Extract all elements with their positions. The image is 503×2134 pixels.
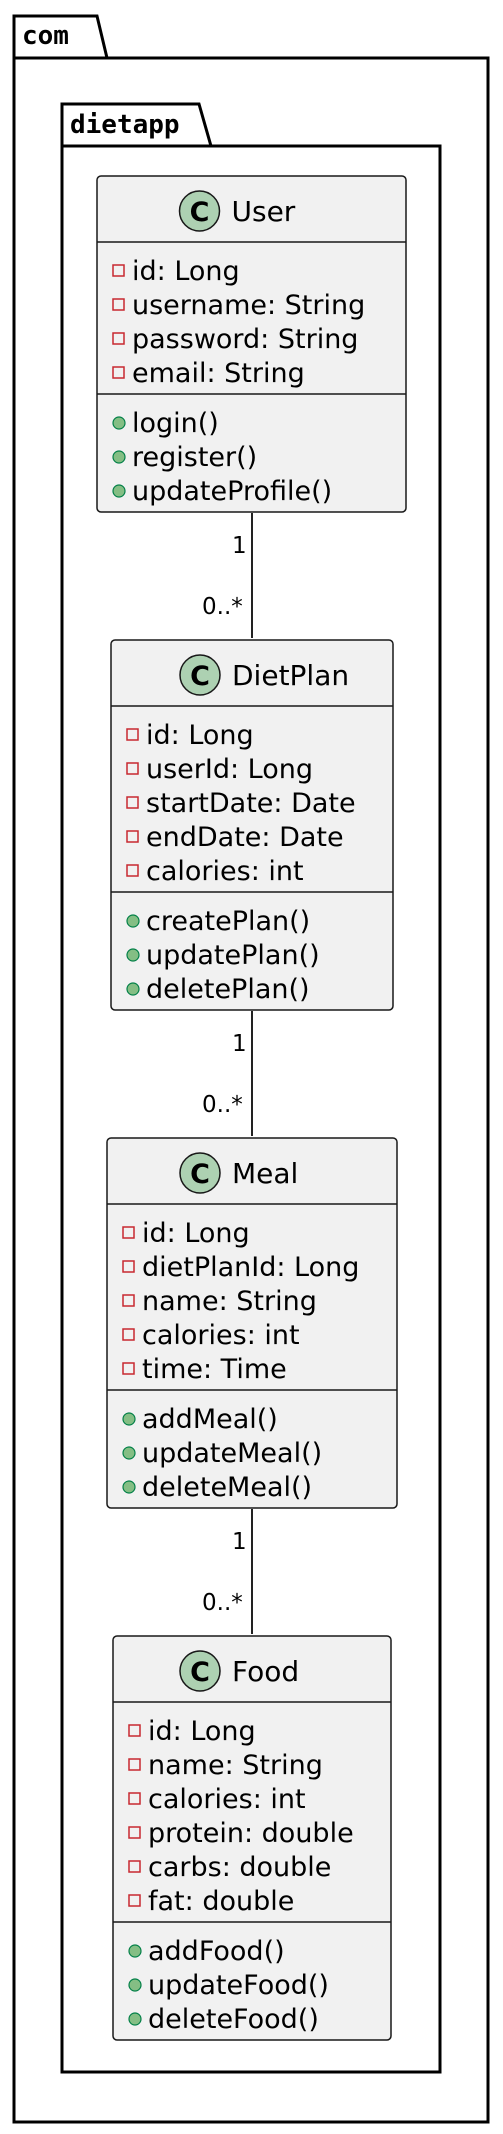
class-method: login() bbox=[132, 408, 219, 439]
private-square-icon bbox=[112, 332, 125, 345]
class-box bbox=[96, 175, 407, 513]
class-method: addMeal() bbox=[142, 1404, 278, 1435]
public-circle-icon bbox=[122, 1446, 136, 1460]
class-field: carbs: double bbox=[148, 1852, 331, 1883]
class-method: deleteMeal() bbox=[142, 1472, 312, 1503]
private-square-icon bbox=[122, 1362, 135, 1375]
class-field: endDate: Date bbox=[146, 822, 344, 853]
class-method: register() bbox=[132, 442, 257, 473]
class-icon bbox=[179, 1650, 221, 1692]
class-field: fat: double bbox=[148, 1886, 294, 1917]
class-icon-letter: C bbox=[190, 661, 210, 692]
private-square-icon bbox=[128, 1826, 141, 1839]
private-square-icon bbox=[126, 762, 139, 775]
public-circle-icon bbox=[126, 914, 140, 928]
public-circle-icon bbox=[112, 450, 126, 464]
class-method: updateFood() bbox=[148, 1970, 329, 2001]
class-field: calories: int bbox=[148, 1784, 306, 1815]
public-circle-icon bbox=[128, 2012, 142, 2026]
class-method: deletePlan() bbox=[146, 974, 310, 1005]
class-field: id: Long bbox=[148, 1716, 256, 1747]
package-dietapp-label: dietapp bbox=[70, 110, 180, 140]
class-method: updatePlan() bbox=[146, 940, 320, 971]
public-circle-icon bbox=[122, 1412, 136, 1426]
private-square-icon bbox=[126, 864, 139, 877]
multiplicity-target: 0..* bbox=[202, 1590, 243, 1616]
association-user-dietplan: 1 0..* bbox=[202, 513, 253, 638]
private-square-icon bbox=[128, 1860, 141, 1873]
private-square-icon bbox=[112, 298, 125, 311]
private-square-icon bbox=[122, 1328, 135, 1341]
private-square-icon bbox=[128, 1894, 141, 1907]
class-field: calories: int bbox=[142, 1320, 300, 1351]
private-square-icon bbox=[128, 1792, 141, 1805]
class-field: startDate: Date bbox=[146, 788, 356, 819]
class-icon-letter: C bbox=[190, 1657, 210, 1688]
class-field: password: String bbox=[132, 324, 358, 355]
multiplicity-target: 0..* bbox=[202, 1092, 243, 1118]
class-method: updateProfile() bbox=[132, 476, 332, 507]
class-icon bbox=[179, 1152, 221, 1194]
private-square-icon bbox=[126, 830, 139, 843]
association-dietplan-meal: 1 0..* bbox=[202, 1011, 253, 1136]
private-square-icon bbox=[122, 1260, 135, 1273]
class-method: updateMeal() bbox=[142, 1438, 322, 1469]
class-icon bbox=[178, 190, 221, 232]
private-square-icon bbox=[112, 366, 125, 379]
private-square-icon bbox=[122, 1294, 135, 1307]
multiplicity-source: 1 bbox=[232, 1031, 247, 1057]
class-field: protein: double bbox=[148, 1818, 354, 1849]
class-field: id: Long bbox=[142, 1218, 250, 1249]
class-box bbox=[106, 1137, 398, 1509]
class-method: createPlan() bbox=[146, 906, 310, 937]
class-field: dietPlanId: Long bbox=[142, 1252, 359, 1283]
private-square-icon bbox=[126, 796, 139, 809]
class-field: userId: Long bbox=[146, 754, 313, 785]
private-square-icon bbox=[112, 264, 125, 277]
class-field: username: String bbox=[132, 290, 365, 321]
class-icon-letter: C bbox=[190, 197, 210, 228]
class-field: name: String bbox=[142, 1286, 317, 1317]
class-field: id: Long bbox=[146, 720, 254, 751]
class-method: addFood() bbox=[148, 1936, 285, 1967]
private-square-icon bbox=[126, 728, 139, 741]
package-com-label: com bbox=[22, 21, 69, 51]
public-circle-icon bbox=[126, 982, 140, 996]
class-name: Food bbox=[232, 1655, 299, 1688]
public-circle-icon bbox=[112, 416, 126, 430]
class-method: deleteFood() bbox=[148, 2004, 319, 2035]
public-circle-icon bbox=[112, 484, 126, 498]
class-field: email: String bbox=[132, 358, 305, 389]
public-circle-icon bbox=[122, 1480, 136, 1494]
class-icon bbox=[179, 654, 221, 696]
class-box bbox=[112, 1635, 392, 2041]
multiplicity-source: 1 bbox=[232, 1529, 247, 1555]
public-circle-icon bbox=[128, 1978, 142, 1992]
class-field: calories: int bbox=[146, 856, 304, 887]
multiplicity-target: 0..* bbox=[202, 594, 243, 620]
class-name: Meal bbox=[232, 1157, 298, 1190]
public-circle-icon bbox=[126, 948, 140, 962]
class-field: name: String bbox=[148, 1750, 323, 1781]
private-square-icon bbox=[128, 1724, 141, 1737]
class-name: DietPlan bbox=[232, 659, 349, 692]
class-box bbox=[110, 639, 394, 1011]
class-field: id: Long bbox=[132, 256, 240, 287]
class-field: time: Time bbox=[142, 1354, 287, 1385]
association-meal-food: 1 0..* bbox=[202, 1509, 253, 1634]
associations: 1 0..* 1 0..* 1 0..* bbox=[202, 513, 253, 1634]
class-icon-letter: C bbox=[190, 1159, 210, 1190]
class-name: User bbox=[232, 195, 296, 228]
public-circle-icon bbox=[128, 1944, 142, 1958]
multiplicity-source: 1 bbox=[232, 533, 247, 559]
private-square-icon bbox=[128, 1758, 141, 1771]
private-square-icon bbox=[122, 1226, 135, 1239]
